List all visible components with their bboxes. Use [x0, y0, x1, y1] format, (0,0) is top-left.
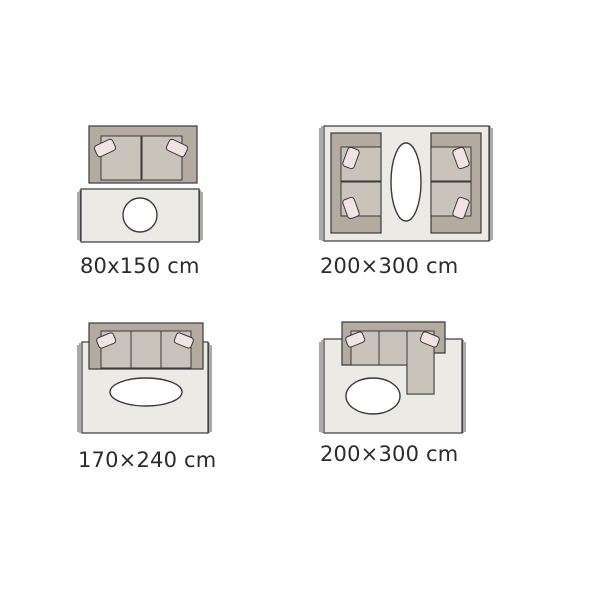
pillow-icon — [96, 332, 117, 349]
sofa — [88, 125, 198, 184]
pillow-icon — [93, 138, 117, 158]
oval-coffee-table — [109, 377, 183, 407]
rug-fringe — [319, 340, 466, 433]
rug-layout-200x300-corner: 200×300 cm — [315, 315, 475, 485]
round-coffee-table — [122, 197, 158, 233]
rug-layout-2-drawing — [319, 125, 493, 242]
pillow-icon — [452, 196, 470, 220]
pillow-icon — [165, 138, 189, 158]
rug-size-label: 200×300 cm — [320, 254, 459, 278]
oval-coffee-table — [390, 142, 422, 222]
pillow-icon — [173, 332, 194, 349]
pillow-icon — [345, 331, 366, 348]
corner-sectional-sofa — [341, 321, 446, 395]
oval-coffee-table — [345, 377, 401, 415]
rug-fringe — [77, 190, 203, 241]
rug-fringe — [319, 126, 493, 241]
pillow-icon — [342, 146, 360, 170]
pillow-icon — [452, 146, 470, 170]
rug-layout-80x150: 80x150 cm — [75, 120, 210, 290]
rug-size-label: 80x150 cm — [80, 254, 200, 278]
rug-layout-3-drawing — [77, 322, 212, 434]
rug-layout-1-drawing — [77, 125, 203, 243]
rug-layout-4-drawing — [319, 321, 466, 434]
rug-size-label: 170×240 cm — [78, 448, 217, 472]
rug-layout-200x300-facing: 200×300 cm — [315, 120, 500, 290]
rug-size-label: 200×300 cm — [320, 442, 459, 466]
sofa-right — [430, 132, 482, 234]
sofa-left — [330, 132, 382, 234]
rug-fringe — [77, 343, 212, 433]
pillow-icon — [342, 196, 360, 220]
sofa — [88, 322, 204, 370]
pillow-icon — [419, 331, 440, 348]
rug-layout-170x240: 170×240 cm — [75, 315, 220, 485]
